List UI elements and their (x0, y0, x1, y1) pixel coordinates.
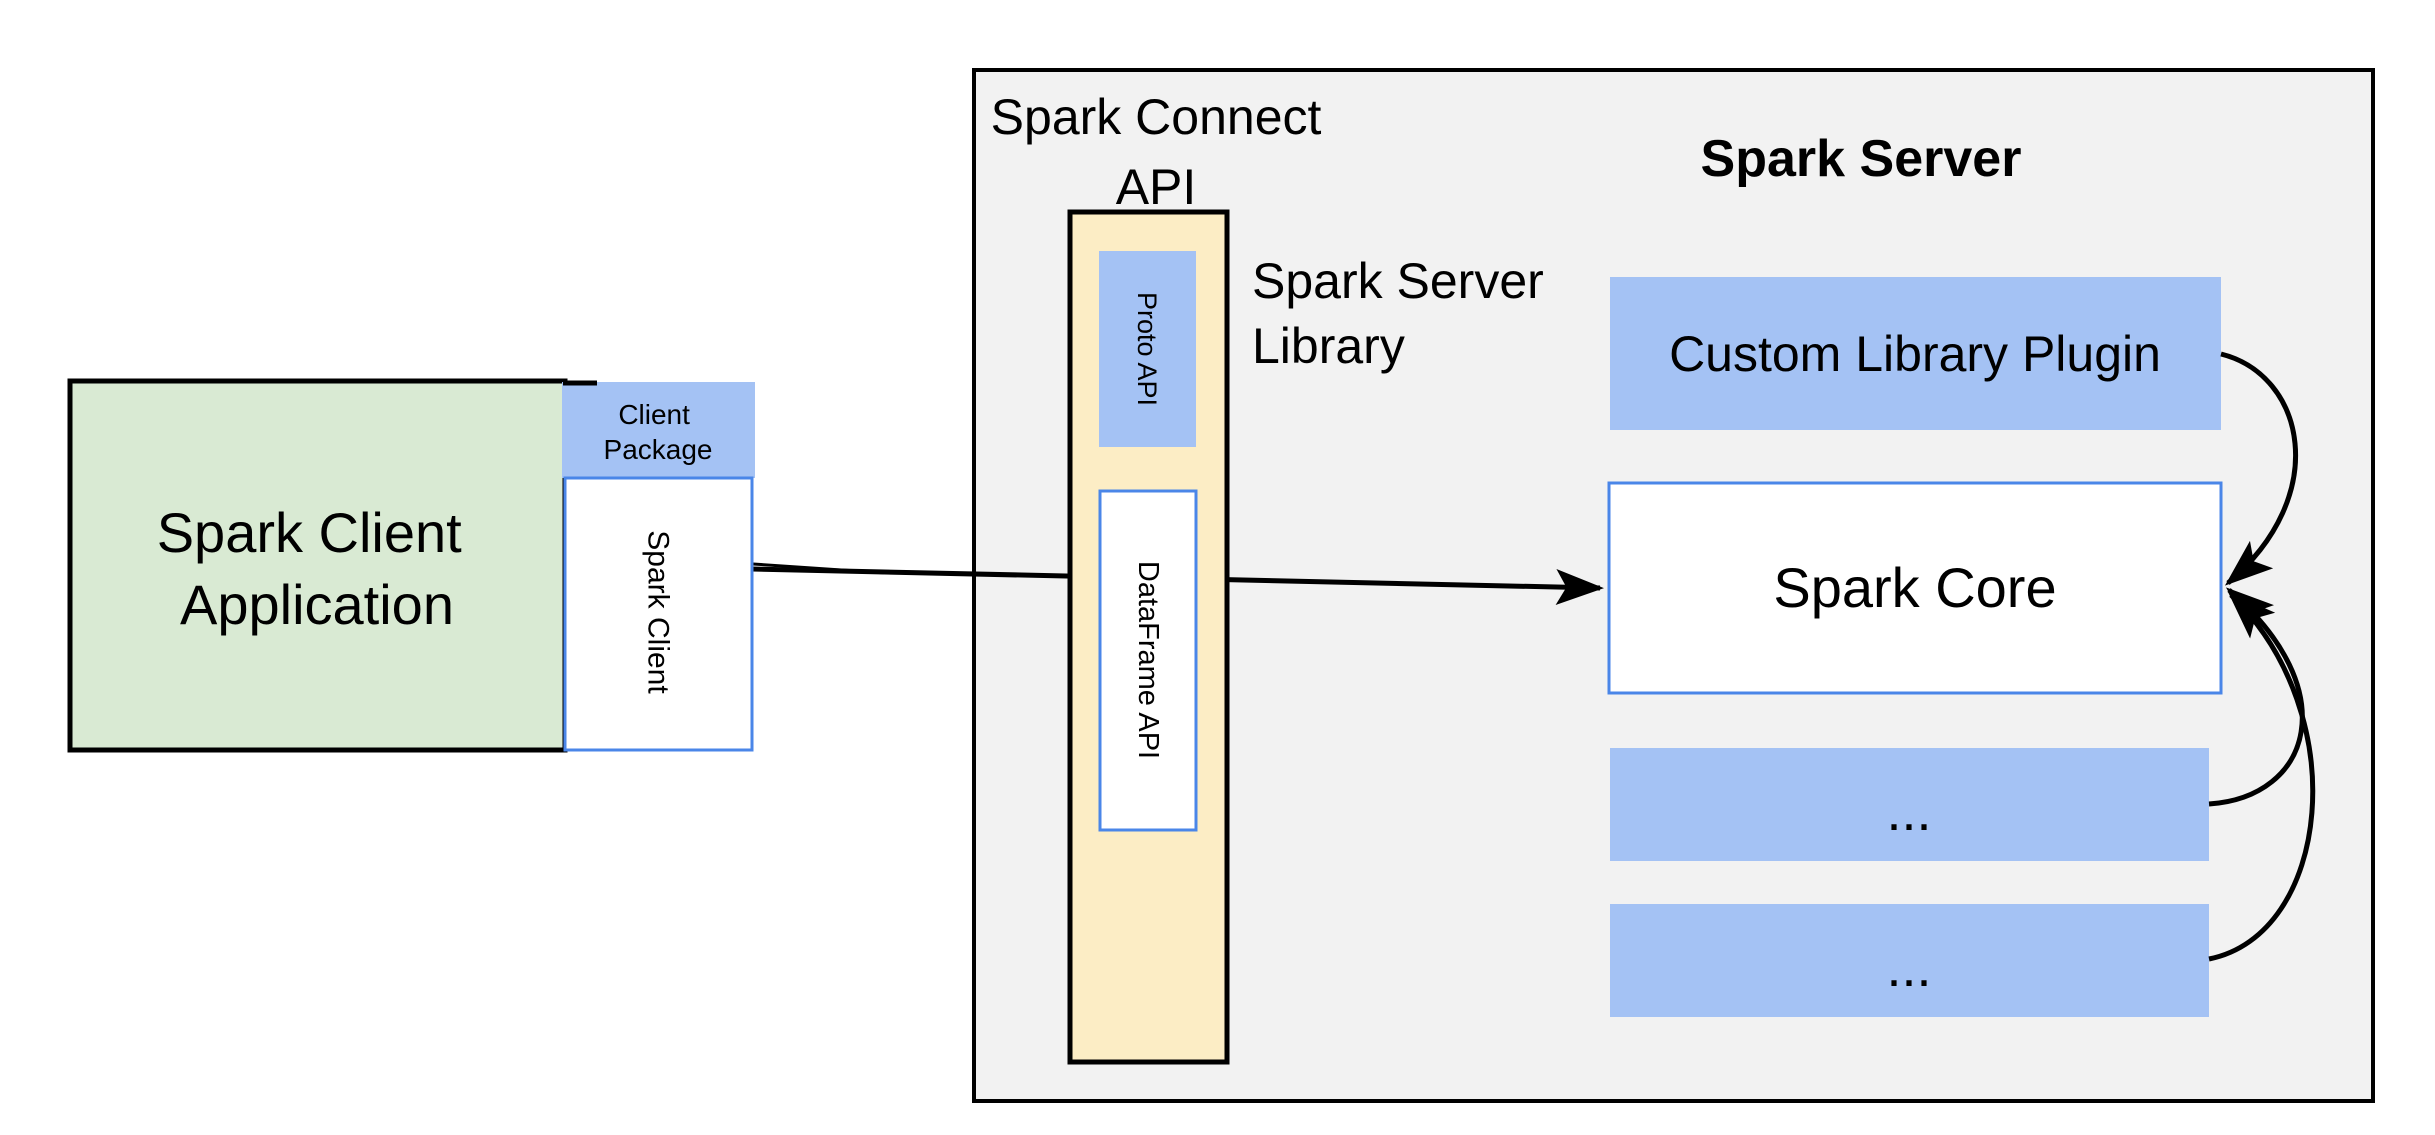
more-box-2-label: ... (1886, 938, 1931, 998)
spark-client-box (563, 476, 754, 752)
client-package-box (562, 382, 755, 478)
custom-library-plugin-box (1610, 277, 2221, 430)
more-box-1-label: ... (1886, 782, 1931, 842)
spark-core-box (1607, 481, 2223, 695)
spark-client-application-label: Spark Client Application (157, 501, 478, 636)
client-package-label: Client Package (604, 399, 713, 465)
spark-connect-api-label: Spark Connect API (991, 89, 1336, 215)
custom-library-plugin-label: Custom Library Plugin (1669, 326, 2161, 382)
spark-server-library-label: Spark Server Library (1252, 253, 1558, 374)
proto-api-box (1099, 251, 1196, 447)
spark-client-application-box (67, 378, 568, 753)
spark-client-label: Spark Client (642, 530, 675, 694)
spark-server-title: Spark Server (1701, 130, 2022, 188)
more-plugin-box-2 (1610, 904, 2209, 1017)
dataframe-api-label: DataFrame API (1132, 561, 1164, 759)
more-plugin-box-1 (1610, 748, 2209, 861)
more2-to-core-arrow (2208, 592, 2316, 962)
dataframe-api-box (1098, 489, 1198, 832)
plugin-to-core-arrow (2220, 351, 2298, 586)
spark-core-label: Spark Core (1773, 556, 2056, 619)
proto-api-label: Proto API (1132, 292, 1162, 406)
